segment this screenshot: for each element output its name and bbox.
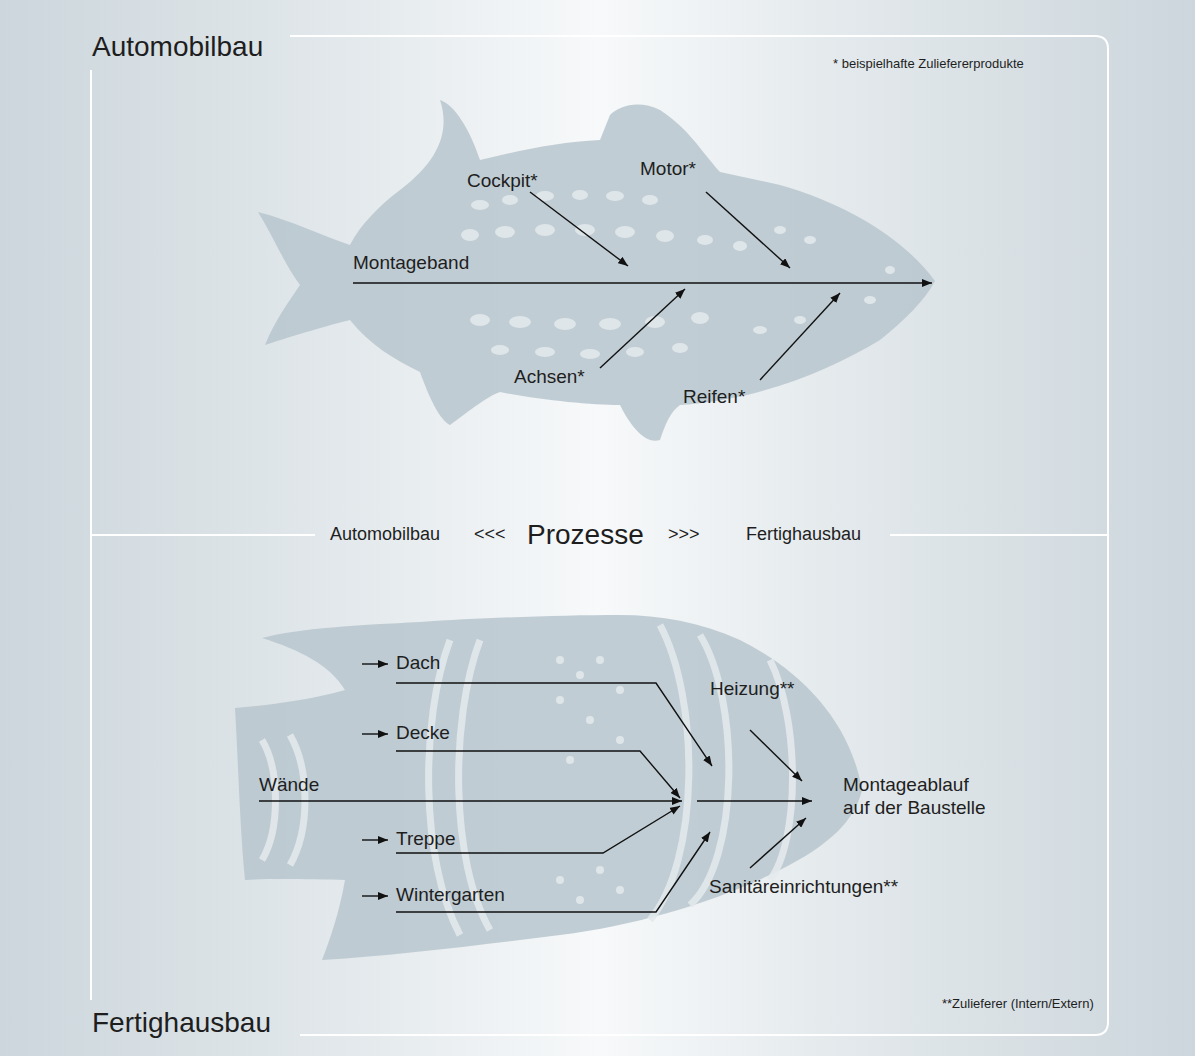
panel-heading: Fertighausbau [92, 1006, 271, 1040]
bone-arrow [706, 192, 790, 268]
divider-symbol: <<< [474, 524, 506, 546]
part-label: Wintergarten [396, 884, 505, 907]
bone-arrow [530, 192, 628, 266]
divider-symbol: >>> [668, 524, 700, 546]
part-label: Cockpit* [467, 170, 538, 193]
target-label: Montageablauf auf der Baustelle [843, 774, 993, 820]
fish-silhouette [258, 100, 935, 441]
fish-silhouette [235, 615, 862, 960]
fishbone-arrows [353, 192, 932, 380]
part-label: Dach [396, 652, 440, 675]
bullet-arrow [362, 663, 388, 664]
part-label: Achsen* [514, 366, 585, 389]
part-label: Reifen* [683, 386, 745, 409]
fish-illustration [235, 615, 862, 960]
divider-label: Fertighausbau [746, 524, 861, 546]
divider-label: Automobilbau [330, 524, 440, 546]
footnote: * beispielhafte Zuliefererprodukte [833, 56, 1024, 72]
spine-label: Wände [259, 774, 319, 797]
fish-pattern [461, 190, 895, 359]
bone-arrow [396, 806, 680, 853]
part-label: Decke [396, 722, 450, 745]
bone-arrow [760, 293, 840, 380]
bone-arrow [396, 751, 680, 798]
divider-line [91, 534, 315, 536]
fishbone-arrows [259, 664, 812, 912]
supplier-label: Heizung** [710, 678, 795, 701]
bone-arrow [750, 818, 806, 868]
footnote: **Zulieferer (Intern/Extern) [942, 996, 1094, 1012]
panel-heading: Automobilbau [92, 30, 263, 64]
bullet-arrow [362, 895, 388, 896]
fish-pattern [556, 656, 624, 904]
divider-title: Prozesse [527, 518, 644, 552]
frame [91, 36, 1108, 1035]
bone-arrow [396, 683, 712, 766]
divider-line [890, 534, 1108, 536]
spine-label: Montageband [353, 252, 469, 275]
bullet-arrow [362, 839, 388, 840]
bone-arrow [259, 800, 682, 801]
spine-arrow [697, 800, 812, 801]
part-label: Motor* [640, 158, 696, 181]
bone-arrow [600, 289, 685, 368]
bullet-arrow [362, 733, 388, 734]
bone-arrow [750, 730, 802, 781]
spine-arrow [353, 282, 932, 283]
part-label: Treppe [396, 828, 456, 851]
supplier-label: Sanitäreinrichtungen** [709, 876, 898, 899]
fish-illustration [258, 100, 935, 441]
